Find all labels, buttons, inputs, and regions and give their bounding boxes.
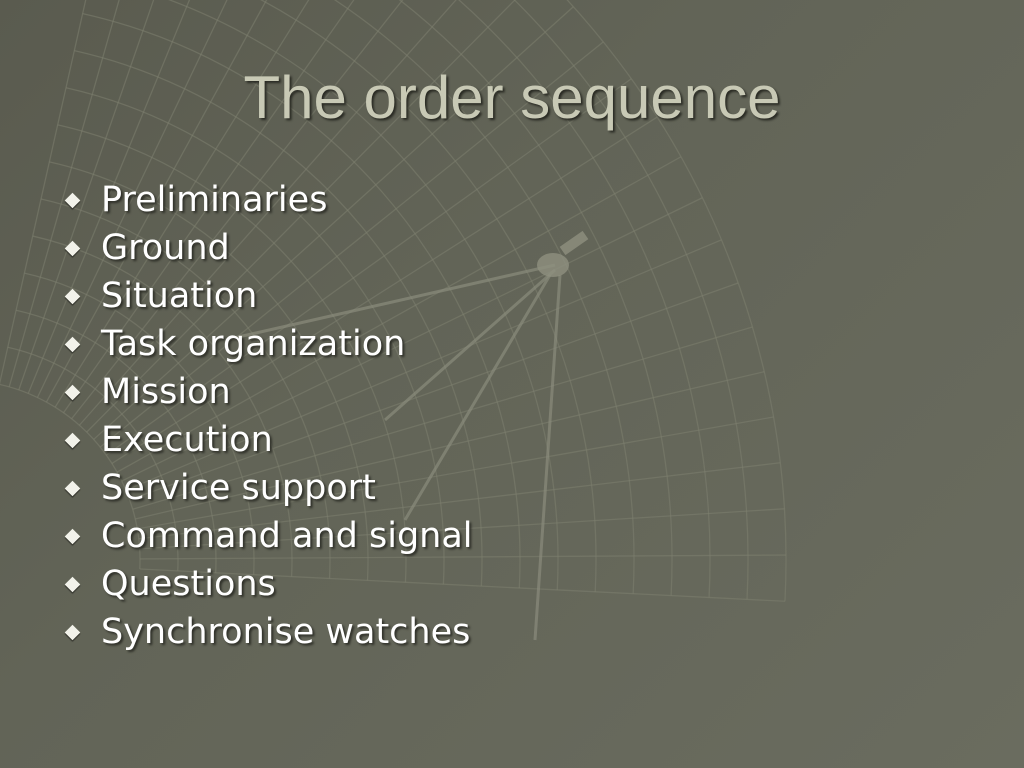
dish-grid-spoke — [78, 0, 457, 426]
bullet-item-execution: Execution — [64, 416, 473, 464]
diamond-bullet-icon — [64, 192, 81, 209]
dish-grid-spoke — [139, 508, 785, 550]
dish-grid-spoke — [93, 6, 574, 440]
dish-grid-spoke — [62, 0, 355, 414]
dish-grid-arc — [167, 0, 559, 590]
dish-grid-spoke — [71, 0, 404, 420]
bullet-item-situation: Situation — [64, 272, 473, 320]
bullet-item-questions: Questions — [64, 560, 473, 608]
dish-grid-spoke — [139, 568, 786, 602]
dish-grid-arc — [57, 124, 407, 583]
dish-grid-spoke — [45, 0, 268, 403]
bullet-item-command-and-signal: Command and signal — [64, 512, 473, 560]
dish-grid-spoke — [121, 197, 703, 482]
bullet-item-synchronise-watches: Synchronise watches — [64, 608, 473, 656]
dish-grid-spoke — [129, 282, 739, 501]
diamond-bullet-icon — [64, 288, 81, 305]
dish-grid-arc — [65, 87, 445, 585]
dish-grid-arc — [49, 161, 369, 581]
bullet-text: Ground — [101, 228, 230, 268]
bullet-text: Task organization — [101, 324, 406, 364]
diamond-bullet-icon — [64, 480, 81, 497]
diamond-bullet-icon — [64, 384, 81, 401]
bullet-text: Synchronise watches — [101, 612, 471, 652]
dish-grid-spoke — [36, 0, 228, 398]
dish-grid-arc — [398, 0, 673, 596]
dish-grid-arc — [7, 346, 179, 571]
diamond-bullet-icon — [64, 624, 81, 641]
dish-grid-spoke — [0, 0, 87, 385]
bullet-text: Preliminaries — [101, 180, 328, 220]
bullet-item-preliminaries: Preliminaries — [64, 176, 473, 224]
dish-grid-spoke — [139, 554, 786, 560]
bullet-item-service-support: Service support — [64, 464, 473, 512]
diamond-bullet-icon — [64, 576, 81, 593]
diamond-bullet-icon — [64, 336, 81, 353]
bullet-item-mission: Mission — [64, 368, 473, 416]
bullet-text: Mission — [101, 372, 231, 412]
dish-grid-spoke — [137, 416, 774, 530]
dish-grid-arc — [333, 0, 635, 594]
dish-grid-spoke — [18, 0, 155, 391]
dish-grid-arc — [40, 198, 331, 579]
slide-title: The order sequence — [243, 64, 781, 131]
dish-grid-spoke — [54, 0, 310, 408]
diamond-bullet-icon — [64, 240, 81, 257]
dish-grid-spoke — [132, 326, 753, 510]
dish-grid-arc — [513, 0, 749, 600]
dish-grid-spoke — [99, 41, 604, 448]
dish-grid-spoke — [111, 116, 658, 465]
dish-grid-spoke — [116, 156, 682, 473]
dish-grid-spoke — [105, 78, 632, 456]
bullet-text: Service support — [101, 468, 376, 508]
dish-grid-arc — [0, 383, 141, 570]
diamond-bullet-icon — [64, 528, 81, 545]
bullet-item-ground: Ground — [64, 224, 473, 272]
diamond-bullet-icon — [64, 432, 81, 449]
dish-grid-arc — [82, 12, 521, 589]
dish-grid-spoke — [86, 0, 516, 433]
dish-grid-arc — [32, 235, 293, 577]
dish-grid-spoke — [138, 462, 781, 540]
dish-grid-arc — [259, 0, 597, 592]
bullet-text: Command and signal — [101, 516, 473, 556]
bullet-text: Situation — [101, 276, 258, 316]
bullet-text: Questions — [101, 564, 276, 604]
dish-grid-arc — [74, 50, 483, 587]
dish-grid-arc — [566, 0, 787, 602]
bullet-item-task-organization: Task organization — [64, 320, 473, 368]
dish-grid-arc — [15, 309, 217, 573]
dish-grid-spoke — [8, 0, 120, 388]
dish-grid-arc — [457, 0, 711, 598]
bullet-text: Execution — [101, 420, 273, 460]
dish-grid-spoke — [125, 239, 722, 491]
dish-grid-arc — [24, 272, 255, 575]
bullet-list: Preliminaries Ground Situation Task orga… — [64, 176, 473, 656]
